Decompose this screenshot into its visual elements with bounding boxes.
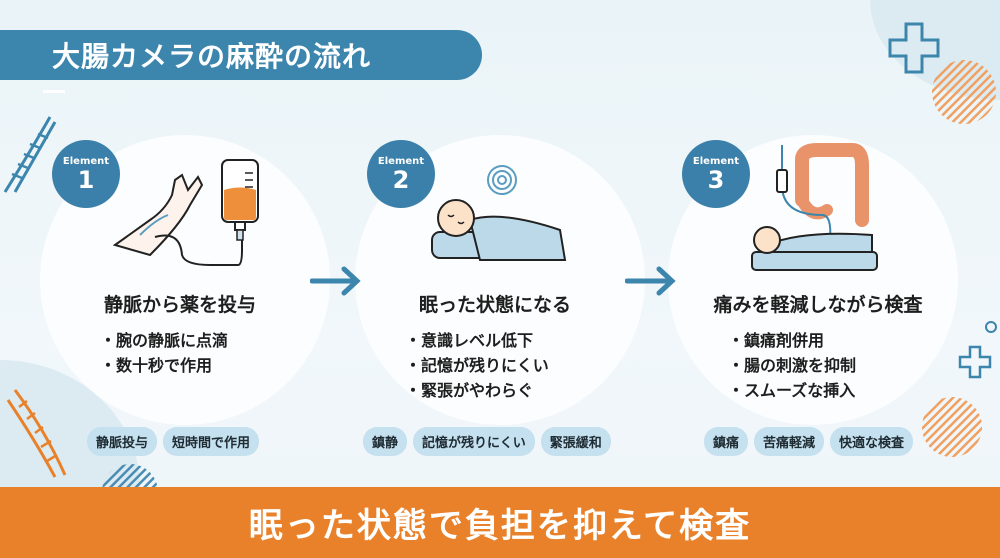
tag: 緊張緩和 bbox=[540, 427, 611, 456]
bullet-item: 意識レベル低下 bbox=[405, 328, 549, 353]
step-3-title: 痛みを軽減しながら検査 bbox=[713, 294, 923, 316]
step-2-bullets: 意識レベル低下 記憶が残りにくい 緊張がやわらぐ bbox=[405, 328, 549, 403]
step-3-tags: 鎮痛 苦痛軽減 快適な検査 bbox=[704, 427, 914, 456]
step-1-title: 静脈から薬を投与 bbox=[103, 294, 256, 316]
tag: 鎮痛 bbox=[704, 427, 749, 456]
summary-banner: 眠った状態で負担を抑えて検査 bbox=[0, 487, 1000, 558]
badge-number: 3 bbox=[707, 165, 725, 194]
ring-decoration bbox=[985, 321, 997, 333]
badge-label: Element bbox=[692, 155, 740, 167]
step-3-bullets: 鎮痛剤併用 腸の刺激を抑制 スムーズな挿入 bbox=[728, 328, 856, 403]
bullet-item: スムーズな挿入 bbox=[728, 378, 856, 403]
colonoscopy-illustration bbox=[751, 143, 878, 271]
badge-number: 2 bbox=[392, 165, 410, 194]
bullet-item: 腕の静脈に点滴 bbox=[100, 328, 228, 353]
bullet-item: 鎮痛剤併用 bbox=[728, 328, 856, 353]
badge-number: 1 bbox=[77, 165, 95, 194]
striped-circle-decoration bbox=[922, 397, 982, 457]
step-1-bullets: 腕の静脈に点滴 数十秒で作用 bbox=[100, 328, 228, 378]
badge-label: Element bbox=[62, 155, 110, 167]
dna-icon bbox=[3, 116, 57, 193]
bullet-item: 数十秒で作用 bbox=[100, 353, 228, 378]
medical-cross-icon bbox=[888, 22, 940, 74]
tag: 苦痛軽減 bbox=[754, 427, 825, 456]
bullet-item: 緊張がやわらぐ bbox=[405, 378, 549, 403]
iv-drip-arm-illustration bbox=[112, 159, 259, 266]
dna-icon bbox=[6, 389, 67, 478]
title-underline bbox=[43, 90, 65, 93]
arrow-right-icon bbox=[625, 266, 676, 296]
tag: 短時間で作用 bbox=[163, 427, 260, 456]
medical-cross-icon bbox=[958, 345, 992, 379]
tag: 静脈投与 bbox=[87, 427, 158, 456]
striped-circle-decoration bbox=[932, 60, 996, 124]
step-2-title: 眠った状態になる bbox=[418, 294, 571, 316]
step-2-tags: 鎮静 記憶が残りにくい 緊張緩和 bbox=[363, 427, 611, 456]
tag: 記憶が残りにくい bbox=[413, 427, 535, 456]
bullet-item: 記憶が残りにくい bbox=[405, 353, 549, 378]
tag: 鎮静 bbox=[363, 427, 408, 456]
arrow-right-icon bbox=[310, 266, 361, 296]
sleeping-patient-illustration bbox=[431, 165, 567, 261]
bullet-item: 腸の刺激を抑制 bbox=[728, 353, 856, 378]
tag: 快適な検査 bbox=[830, 427, 914, 456]
striped-circle-decoration bbox=[102, 464, 158, 487]
page-title: 大腸カメラの麻酔の流れ bbox=[0, 30, 482, 80]
step-1-tags: 静脈投与 短時間で作用 bbox=[87, 427, 260, 456]
badge-label: Element bbox=[377, 155, 425, 167]
